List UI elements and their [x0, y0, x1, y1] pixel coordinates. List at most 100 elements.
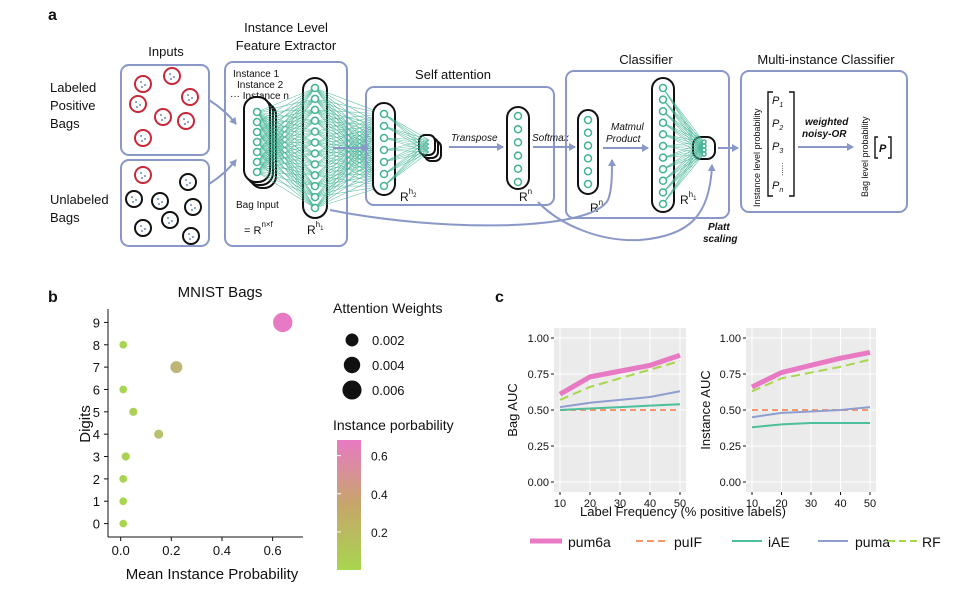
- bag-instance-dot: [160, 114, 162, 116]
- bag-instance-dot: [144, 138, 146, 140]
- network-connection: [383, 139, 430, 163]
- network-connection: [256, 87, 316, 133]
- labeled-label-2: Positive: [50, 98, 96, 113]
- unlabeled-bag-icon: [184, 198, 202, 216]
- network-connection: [383, 143, 430, 163]
- network-connection: [662, 110, 705, 151]
- labeled-bag-icon: [154, 108, 172, 126]
- mic-title: Multi-instance Classifier: [757, 52, 895, 67]
- neuron-node: [658, 164, 668, 174]
- network-connection: [383, 143, 430, 175]
- labeled-bag-icon: [177, 112, 195, 130]
- y-tick-label: 1.00: [528, 333, 549, 345]
- network-connection: [256, 111, 316, 154]
- color-legend-tick-label: 0.4: [371, 488, 388, 502]
- series-line-puma: [559, 390, 681, 409]
- network-connection: [662, 122, 705, 147]
- bag-instance-dot: [191, 209, 193, 211]
- matmul-label-2: Product: [606, 134, 642, 145]
- x-tick-label: 50: [674, 498, 686, 510]
- neuron-node: [379, 181, 389, 191]
- bag-instance-dot: [170, 78, 172, 80]
- bag-instance-dot: [173, 76, 175, 78]
- vector-bracket-right: [789, 91, 795, 197]
- color-legend-tick-label: 0.2: [371, 526, 388, 540]
- series-line-pum6a: [750, 349, 871, 390]
- network-connection: [256, 87, 316, 153]
- network-connection: [256, 161, 316, 209]
- y-tick-label: 0.25: [528, 441, 549, 453]
- network-connection: [383, 147, 430, 163]
- legend-label-puma: puma: [855, 534, 890, 550]
- network-connection: [662, 141, 705, 205]
- bag-instance-dot: [185, 179, 187, 181]
- series-line-iAE: [559, 403, 681, 411]
- neuron-node: [658, 176, 668, 186]
- bag-instance-dot: [135, 101, 137, 103]
- network-connection: [256, 153, 316, 173]
- bag-instance-dot: [140, 225, 142, 227]
- p2-label: P2: [772, 118, 783, 132]
- network-connection: [256, 141, 316, 165]
- neuron-node: [379, 145, 389, 155]
- network-connection: [662, 149, 705, 170]
- neuron-node: [252, 167, 262, 177]
- neuron-node: [658, 130, 668, 139]
- legend-label-RF: RF: [922, 534, 941, 550]
- bag-instance-dot: [157, 198, 159, 200]
- scatter-x-tick-label: 0.4: [213, 543, 231, 558]
- color-legend-ticks: 0.60.40.2: [337, 450, 388, 540]
- labeled-bag-icon: [163, 67, 181, 85]
- neuron-node: [658, 106, 668, 116]
- neuron-node: [513, 177, 523, 187]
- network-connection: [314, 185, 385, 198]
- network-connection: [256, 120, 316, 163]
- weighted-label-2: noisy-OR: [802, 129, 847, 140]
- y-tick-label: 0.50: [528, 405, 549, 417]
- network-connection: [256, 111, 316, 132]
- network-connection: [256, 87, 316, 143]
- network-connection: [662, 149, 705, 182]
- network-connection: [256, 161, 316, 176]
- color-legend-bar: [337, 440, 361, 570]
- bag-instance-dot: [141, 140, 143, 142]
- scatter-point: [119, 475, 128, 483]
- scatter-x-tick-label: 0.0: [112, 543, 130, 558]
- bag-instance-dot: [158, 203, 160, 205]
- network-connection: [256, 151, 316, 165]
- bag-instance-dot: [140, 135, 142, 137]
- unlabeled-bag-icon: [151, 192, 169, 210]
- bag-instance-dot: [186, 184, 188, 186]
- scatter-point: [154, 429, 164, 439]
- vector-bracket-left: [767, 91, 773, 197]
- neuron-node: [701, 151, 707, 157]
- network-connection: [662, 145, 705, 205]
- network-connection: [662, 122, 705, 151]
- network-connection: [383, 139, 430, 151]
- neuron-node: [252, 117, 262, 127]
- series-line-iAE: [751, 421, 870, 429]
- matmul-label-1: Matmul: [611, 122, 645, 133]
- neuron-node: [310, 138, 320, 147]
- network-connection: [662, 145, 705, 151]
- unlabeled-bag-icon: [161, 211, 179, 229]
- series-line-RF: [751, 358, 871, 393]
- scatter-y-tick-label: 6: [93, 382, 100, 397]
- network-connection: [256, 111, 316, 122]
- neuron-node: [252, 137, 262, 147]
- network-connection: [662, 149, 705, 158]
- series-line-RF: [559, 360, 681, 401]
- neuron-node: [658, 153, 668, 162]
- network-connection: [256, 131, 316, 153]
- network-connection: [256, 142, 316, 173]
- neuron-node: [310, 83, 320, 93]
- network-connection: [256, 141, 316, 176]
- x-tick-label: 10: [746, 498, 758, 510]
- bag-instance-dot: [190, 204, 192, 206]
- neuron-node: [310, 192, 320, 202]
- bag-instance-dot: [192, 236, 194, 238]
- neuron-node: [310, 127, 320, 136]
